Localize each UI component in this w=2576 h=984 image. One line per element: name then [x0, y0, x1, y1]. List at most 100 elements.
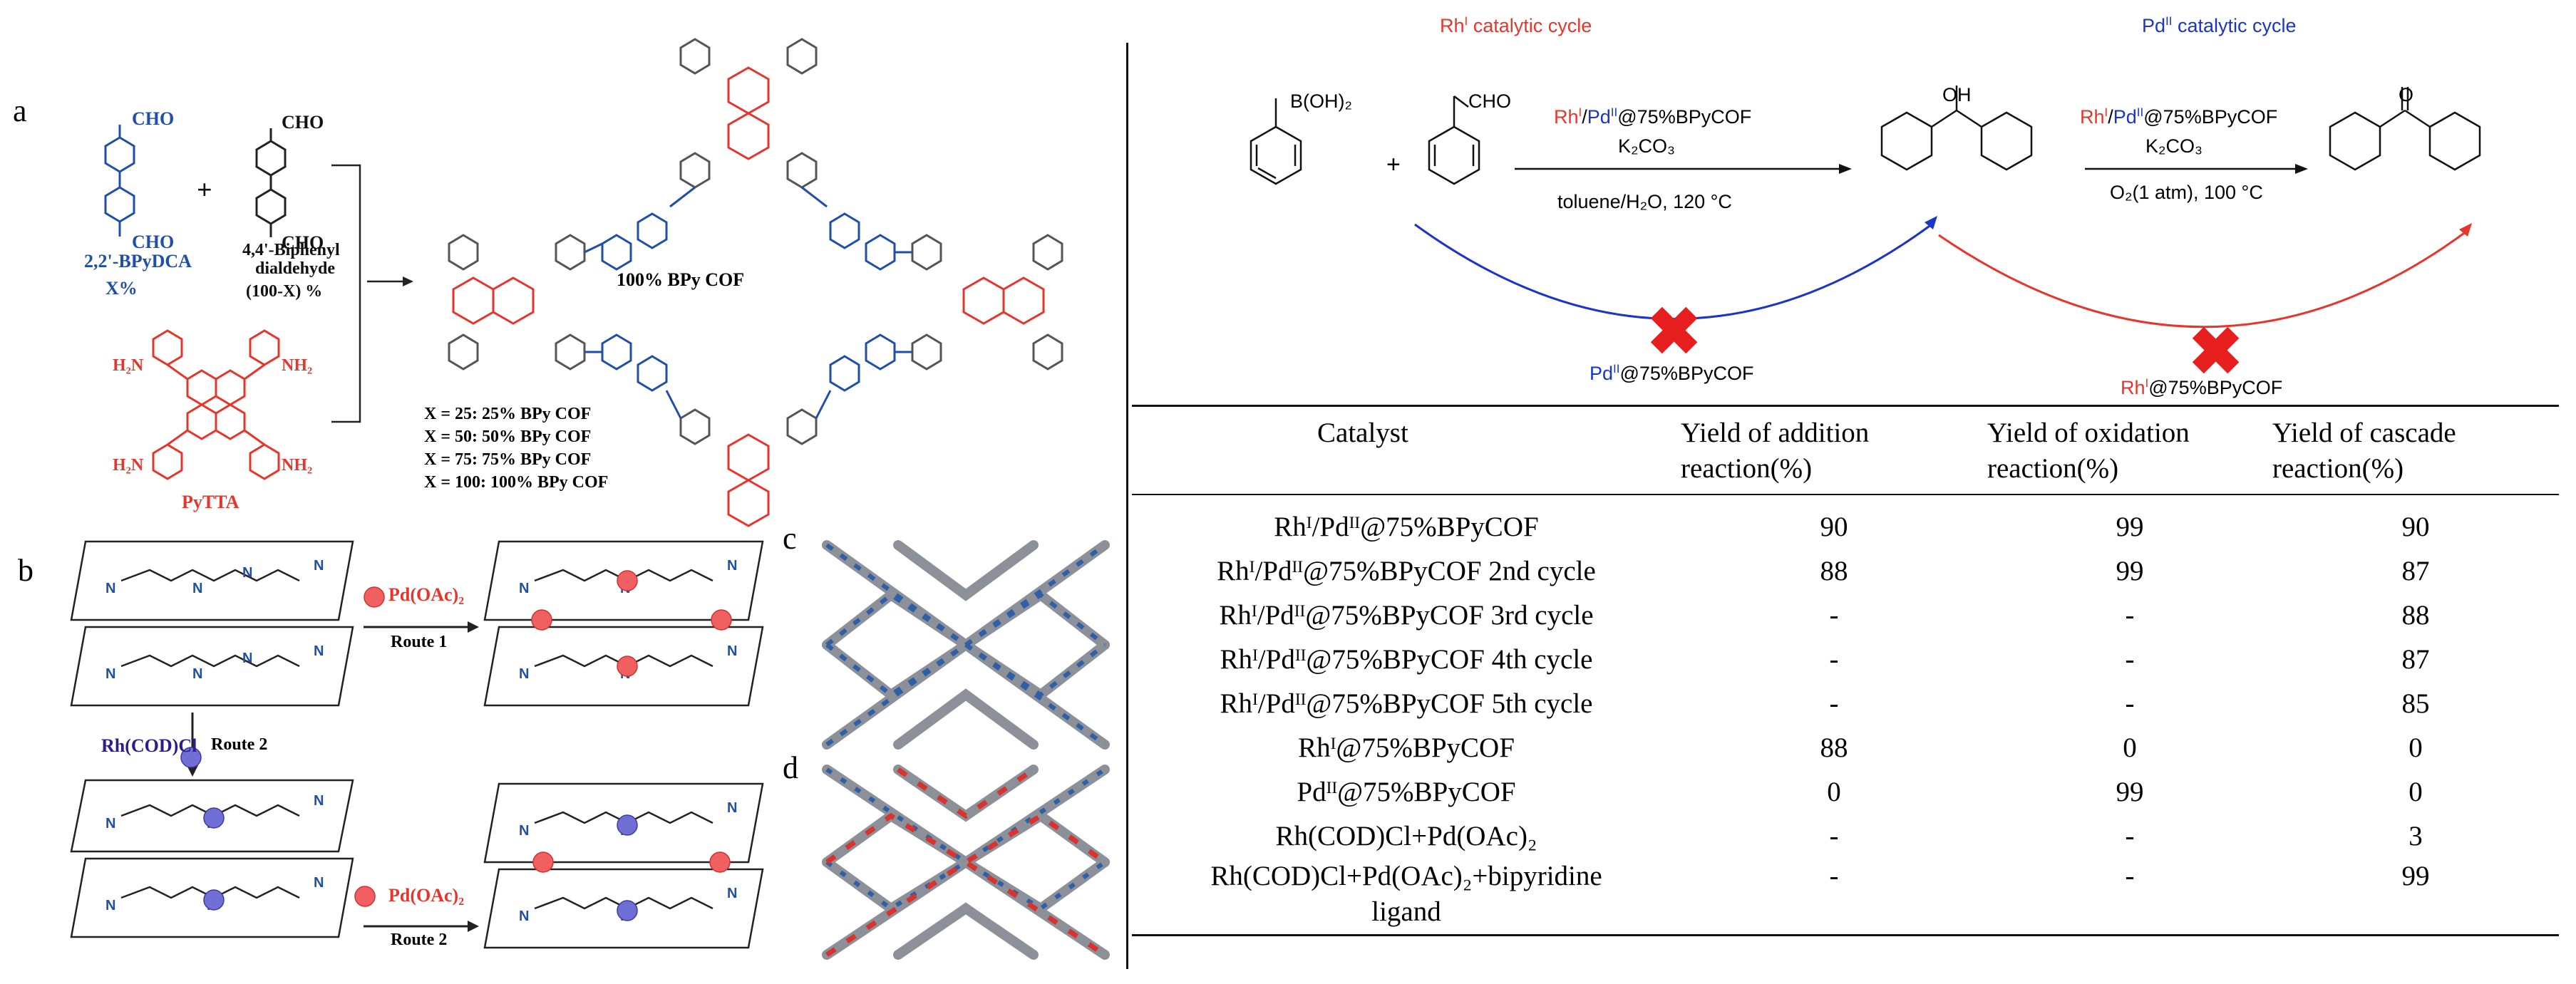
step1-base: K₂CO₃ [1618, 135, 1675, 157]
cell-cascade: 87 [2401, 556, 2430, 586]
svg-text:N: N [519, 581, 529, 596]
route1-reagent: Pd(OAc)₂ [388, 584, 464, 605]
cell-catalyst: Pdᴵᴵ@75%BPyCOF [1297, 777, 1516, 807]
table-row: Rhᴵ/Pdᴵᴵ@75%BPyCOF 4th cycle - - 87 [1132, 638, 2559, 682]
cell-cascade: 85 [2401, 688, 2430, 719]
cell-catalyst: Rhᴵ/Pdᴵᴵ@75%BPyCOF 3rd cycle [1219, 600, 1594, 631]
panel-label-a: a [13, 93, 27, 128]
x-value-item: X = 75: 75% BPy COF [424, 450, 592, 469]
cell-addition: - [1829, 861, 1839, 891]
svg-text:N: N [314, 643, 324, 659]
cell-oxidation: 0 [2123, 732, 2137, 763]
cell-oxidation: - [2125, 861, 2135, 891]
svg-text:N: N [727, 643, 737, 659]
cell-cascade: 88 [2401, 600, 2430, 631]
svg-text:N: N [314, 875, 324, 891]
svg-text:N: N [727, 558, 737, 574]
route2-label: Route 2 [211, 735, 268, 754]
cell-oxidation: - [2125, 644, 2135, 675]
cell-oxidation: - [2125, 600, 2135, 631]
pd-only-catalyst-label: PdII@75%BPyCOF [1590, 362, 1754, 384]
panel-label-b: b [18, 553, 34, 588]
cell-oxidation: 99 [2116, 512, 2144, 542]
bpydca-name: 2,2'-BPyDCA [84, 251, 192, 271]
rh-cycle-title: RhI catalytic cycle [1440, 14, 1592, 36]
cof-model-d [813, 755, 1119, 969]
step1-catalyst: RhI/PdII@75%BPyCOF [1554, 105, 1752, 128]
biphenyl-cho-bottom: CHO [282, 232, 324, 253]
boronic-acid-label: B(OH)₂ [1290, 90, 1352, 112]
table-row: Rhᴵ/Pdᴵᴵ@75%BPyCOF 90 99 90 [1132, 494, 2559, 549]
cell-cascade: 90 [2401, 512, 2430, 542]
ketone-o-label: O [2399, 84, 2414, 105]
svg-text:N: N [105, 898, 115, 913]
cell-catalyst: Rhᴵ/Pdᴵᴵ@75%BPyCOF 5th cycle [1220, 688, 1593, 719]
cell-cascade: 0 [2408, 777, 2423, 807]
route2-reagent: Rh(COD)Cl [101, 735, 197, 756]
table-row: Rhᴵ/Pdᴵᴵ@75%BPyCOF 2nd cycle 88 99 87 [1132, 549, 2559, 594]
biphenyl-percent: (100-X) % [246, 282, 323, 301]
step2-base: K₂CO₃ [2145, 135, 2203, 157]
panel-divider [1126, 43, 1128, 969]
cof-model-c [813, 531, 1119, 759]
biphenyl-structure [255, 128, 287, 237]
cell-addition: - [1829, 688, 1839, 719]
plus-sign-scheme: + [1386, 151, 1401, 178]
svg-text:N: N [242, 565, 252, 581]
step2-conditions: O₂(1 atm), 100 °C [2110, 182, 2263, 203]
cell-oxidation: - [2125, 821, 2135, 851]
cell-cascade: 99 [2401, 861, 2430, 891]
bpydca-cho-bottom: CHO [132, 232, 175, 252]
route1-label: Route 1 [391, 633, 448, 651]
cell-addition: 88 [1820, 732, 1848, 763]
x-value-list: X = 25: 25% BPy COF X = 50: 50% BPy COF … [424, 403, 608, 494]
svg-text:N: N [105, 666, 115, 682]
pytta-structure [152, 329, 280, 480]
cell-catalyst: Rhᴵ/Pdᴵᴵ@75%BPyCOF 2nd cycle [1217, 556, 1596, 586]
panel-a-structures [104, 38, 1063, 527]
svg-text:N: N [519, 666, 529, 682]
cof-network [448, 38, 1063, 527]
cell-cascade: 3 [2408, 821, 2423, 851]
cof-title: 100% BPy COF [617, 269, 745, 290]
cross-mark-rh-only: ✖ [2188, 316, 2244, 388]
cell-oxidation: 99 [2116, 777, 2144, 807]
cell-addition: - [1829, 600, 1839, 631]
cell-cascade: 87 [2401, 644, 2430, 675]
svg-text:N: N [519, 823, 529, 839]
bpydca-percent: X% [105, 278, 138, 299]
svg-text:N: N [519, 908, 529, 924]
x-value-item: X = 100: 100% BPy COF [424, 473, 609, 492]
header-catalyst: Catalyst [1317, 418, 1408, 448]
svg-text:N: N [105, 581, 115, 596]
aldehyde-label: CHO [1468, 90, 1511, 112]
bpydca-structure [104, 125, 135, 237]
pytta-nh2-bl: H₂N [113, 456, 144, 475]
cell-addition: - [1829, 821, 1839, 851]
cell-catalyst: Rhᴵ/Pdᴵᴵ@75%BPyCOF 4th cycle [1220, 644, 1593, 675]
svg-text:N: N [192, 666, 202, 682]
panel-label-c: c [783, 521, 797, 556]
step1-conditions: toluene/H₂O, 120 °C [1557, 191, 1732, 212]
svg-text:N: N [314, 558, 324, 574]
pytta-nh2-tl: H₂N [113, 356, 144, 375]
table-row: Pdᴵᴵ@75%BPyCOF 0 99 0 [1132, 770, 2559, 814]
table-row: Rhᴵ@75%BPyCOF 88 0 0 [1132, 726, 2559, 770]
table-row: Rhᴵ/Pdᴵᴵ@75%BPyCOF 3rd cycle - - 88 [1132, 594, 2559, 638]
svg-text:N: N [242, 651, 252, 666]
svg-text:N: N [105, 816, 115, 832]
rh-only-catalyst-label: RhI@75%BPyCOF [2121, 376, 2283, 398]
step2-catalyst: RhI/PdII@75%BPyCOF [2080, 105, 2278, 128]
reaction-bracket [331, 164, 410, 423]
svg-text:N: N [192, 581, 202, 596]
pytta-name: PyTTA [182, 492, 239, 512]
cell-catalyst: Rhᴵ@75%BPyCOF [1298, 732, 1515, 763]
cell-oxidation: 99 [2116, 556, 2144, 586]
